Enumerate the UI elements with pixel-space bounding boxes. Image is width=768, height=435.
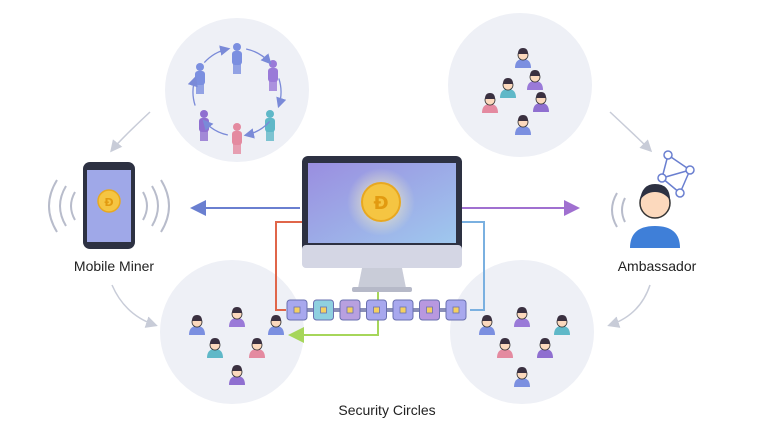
person-icon <box>533 92 549 112</box>
chain-block <box>339 299 361 321</box>
person-icon <box>515 115 531 135</box>
person-icon <box>554 315 570 335</box>
person-icon <box>497 338 513 358</box>
person-icon <box>229 365 245 385</box>
network-icon <box>657 150 695 198</box>
person-icon <box>189 315 205 335</box>
person-icon <box>514 307 530 327</box>
phone-icon: Ð <box>83 162 135 249</box>
signal-wave-icon <box>48 179 626 233</box>
person-icon <box>268 60 278 91</box>
person-icon <box>229 307 245 327</box>
ambassador-person-icon <box>630 184 680 248</box>
chain-block <box>313 299 334 321</box>
person-icon <box>195 63 205 94</box>
chain-block <box>419 299 440 321</box>
svg-text:Ð: Ð <box>104 196 113 209</box>
person-icon <box>232 123 242 154</box>
person-icon <box>268 315 284 335</box>
security-circles-label: Security Circles <box>338 402 436 418</box>
ring-arrows <box>187 45 287 139</box>
ambassador-label: Ambassador <box>617 258 697 274</box>
chain-block <box>445 299 467 321</box>
person-icon <box>500 78 516 98</box>
svg-text:Ð: Ð <box>373 193 388 214</box>
red-connector <box>275 221 302 311</box>
person-icon <box>514 367 530 387</box>
curved-arrows <box>110 111 653 328</box>
chain-block <box>366 299 387 321</box>
person-icon <box>482 93 498 113</box>
person-icon <box>537 338 553 358</box>
chain-block <box>392 299 414 321</box>
chain-block <box>286 299 308 321</box>
person-icon <box>232 43 242 74</box>
person-icon <box>515 48 531 68</box>
circle-top-right <box>448 13 592 157</box>
block-chain-icon <box>286 299 467 321</box>
circle-bottom-right <box>450 260 594 404</box>
circle-bottom-left <box>160 260 304 404</box>
coin-icon <box>97 189 121 213</box>
mobile-miner-label: Mobile Miner <box>73 258 155 274</box>
monitor-icon: Ð <box>302 156 462 292</box>
coin-icon <box>361 182 401 222</box>
blue-connector <box>461 221 485 311</box>
person-icon <box>207 338 223 358</box>
person-icon <box>479 315 495 335</box>
person-icon <box>265 110 275 141</box>
person-icon <box>249 338 265 358</box>
person-icon <box>527 70 543 90</box>
